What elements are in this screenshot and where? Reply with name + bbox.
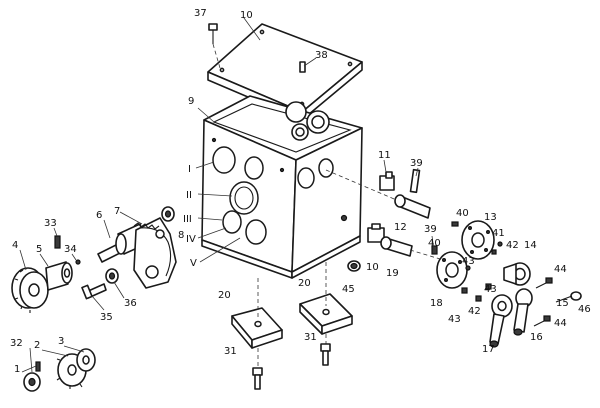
callout-7: 7 xyxy=(114,206,120,217)
callout-45: 45 xyxy=(342,284,355,295)
collar-32 xyxy=(23,372,41,392)
small-fasteners xyxy=(431,221,582,327)
callout-6: 6 xyxy=(96,210,102,221)
flange-13 xyxy=(461,220,495,260)
callout-shaft-I: I xyxy=(188,164,191,175)
pin-33 xyxy=(54,235,61,249)
callout-4: 4 xyxy=(12,240,18,251)
callout-43-upper: 43 xyxy=(462,256,475,267)
callout-41: 41 xyxy=(492,228,505,239)
callout-15: 15 xyxy=(556,298,569,309)
callout-40-lower: 40 xyxy=(428,238,441,249)
foot-pad-right xyxy=(299,262,353,344)
gear-segment-7 xyxy=(133,217,177,289)
gear-pair-2-3 xyxy=(56,348,96,389)
callout-3: 3 xyxy=(58,336,64,347)
callout-33: 33 xyxy=(44,218,57,229)
callout-14: 14 xyxy=(524,240,537,251)
callout-31-right: 31 xyxy=(304,332,317,343)
callout-10-block: 10 xyxy=(366,262,379,273)
callout-20-left: 20 xyxy=(218,290,231,301)
callout-labels: 37 10 38 9 I II III IV V 11 39 12 39 40 … xyxy=(10,8,591,375)
callout-8: 8 xyxy=(178,230,184,241)
callout-32: 32 xyxy=(10,338,23,349)
callout-9: 9 xyxy=(188,96,194,107)
callout-11: 11 xyxy=(378,150,391,161)
shaft-assembly-19 xyxy=(347,223,451,272)
callout-46: 46 xyxy=(578,304,591,315)
callout-38: 38 xyxy=(315,50,328,61)
callout-43-right: 43 xyxy=(484,284,497,295)
callout-2: 2 xyxy=(34,340,40,351)
top-screw xyxy=(208,23,221,69)
callout-44-lower: 44 xyxy=(554,318,567,329)
flange-18 xyxy=(436,251,468,289)
key-1 xyxy=(35,361,41,372)
callout-42-upper: 42 xyxy=(506,240,519,251)
shaft-assembly-12 xyxy=(325,168,431,219)
callout-37: 37 xyxy=(194,8,207,19)
callout-39-upper: 39 xyxy=(410,158,423,169)
callout-19: 19 xyxy=(386,268,399,279)
callout-20-right: 20 xyxy=(298,278,311,289)
leader-lines xyxy=(19,17,435,373)
handwheel-14 xyxy=(503,262,531,286)
callout-16: 16 xyxy=(530,332,543,343)
callout-shaft-III: III xyxy=(183,214,192,225)
handle-16 xyxy=(513,288,533,336)
callout-42-lower: 42 xyxy=(468,306,481,317)
sleeve-5 xyxy=(45,261,73,291)
callout-13: 13 xyxy=(484,212,497,223)
callout-39-lower: 39 xyxy=(424,224,437,235)
callout-12: 12 xyxy=(394,222,407,233)
nut-8 xyxy=(161,206,175,222)
washer-36 xyxy=(105,268,119,284)
callout-34: 34 xyxy=(64,244,77,255)
callout-shaft-IV: IV xyxy=(186,234,196,245)
bolt-31-right xyxy=(320,343,331,366)
washer-34 xyxy=(75,259,81,265)
callout-43-lower: 43 xyxy=(448,314,461,325)
callout-shaft-II: II xyxy=(186,190,192,201)
callout-35: 35 xyxy=(100,312,113,323)
foot-pad-left xyxy=(231,278,283,368)
callout-10-cover: 10 xyxy=(240,10,253,21)
callout-shaft-V: V xyxy=(190,258,197,269)
gearbox-housing xyxy=(201,95,363,279)
callout-18: 18 xyxy=(430,298,443,309)
callout-17: 17 xyxy=(482,344,495,355)
callout-5: 5 xyxy=(36,244,42,255)
callout-31-left: 31 xyxy=(224,346,237,357)
screw-35 xyxy=(81,283,107,300)
callout-1: 1 xyxy=(14,364,20,375)
callout-40-upper: 40 xyxy=(456,208,469,219)
spur-gear-4 xyxy=(11,267,49,313)
dowel-pin xyxy=(299,61,306,73)
lever-knob-17 xyxy=(489,294,513,348)
bolt-31-left xyxy=(252,367,263,390)
cover-plate xyxy=(207,23,363,121)
callout-36: 36 xyxy=(124,298,137,309)
callout-44-upper: 44 xyxy=(554,264,567,275)
